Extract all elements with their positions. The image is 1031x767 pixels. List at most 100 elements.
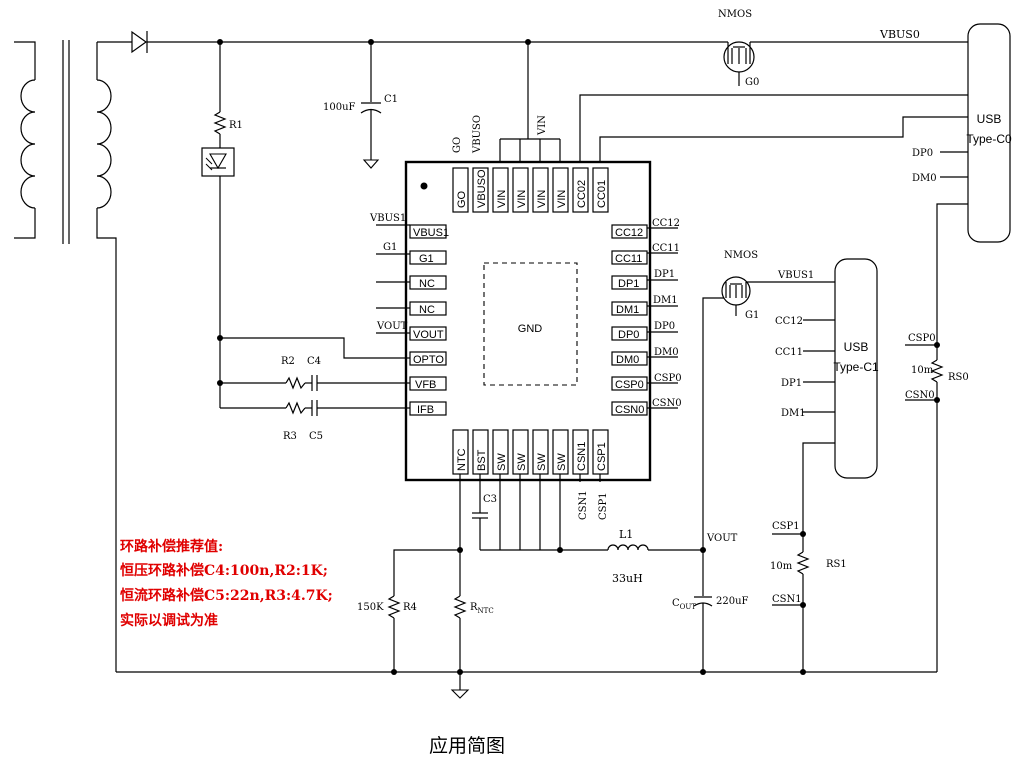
csn0-net-label: CSN0 (905, 390, 935, 401)
csp0-net-label: CSP0 (908, 333, 936, 344)
nmos-top-gate-label: G0 (745, 77, 759, 88)
dm0-net-label: DM0 (912, 173, 937, 184)
vbus0-line-label: VBUS0 (879, 28, 920, 41)
top-vin-net-label: VIN (537, 115, 548, 136)
right-net-label: DM1 (653, 295, 678, 306)
usb-c0-label-2: Type-C0 (966, 132, 1012, 146)
vbus1-line-label: VBUS1 (777, 270, 814, 281)
controller-ic: GND (404, 160, 652, 482)
right-net-label: CSN0 (652, 398, 682, 409)
usb-c0-label-1: USB (977, 112, 1002, 126)
ic-left-pin: NC (419, 278, 435, 290)
csn1-net-label: CSN1 (772, 594, 802, 605)
right-net-label: CSP0 (654, 373, 682, 384)
note-line: 实际以调试为准 (120, 612, 218, 629)
ic-left-pin: G1 (419, 253, 434, 265)
nmos-mid: NMOS G1 (721, 250, 835, 321)
vout-node-label: VOUT (706, 533, 738, 544)
r4-value: 150K (357, 602, 384, 613)
right-net-label: DM0 (654, 347, 679, 358)
bottom-csp1-net-label: CSP1 (598, 492, 609, 520)
note-line: 恒流环路补偿C5:22n,R3:4.7K; (120, 587, 333, 604)
ic-bottom-pin: NTC (456, 448, 468, 471)
ic-right-pin: CC11 (615, 253, 642, 265)
rectifier-diode (131, 30, 148, 54)
ic-left-pin: VFB (415, 379, 436, 391)
rs0-label: RS0 (948, 372, 969, 383)
top-vbuso-net-label: VBUSO (472, 115, 483, 154)
c4-label: C4 (307, 356, 321, 367)
optocoupler-led (201, 147, 235, 408)
c3-label: C3 (483, 494, 497, 505)
ic-bottom-pin: SW (496, 453, 508, 471)
right-net-label: CC11 (652, 243, 680, 254)
c1-capacitor: 100uF C1 (323, 42, 398, 169)
nmos-mid-label: NMOS (724, 250, 758, 261)
ic-right-nets: CC12 CC11 DP1 DM1 DP0 DM0 CSP0 CSN0 (647, 218, 682, 409)
left-net-label: VBUS1 (369, 213, 406, 224)
usb-type-c1-connector: USB Type-C1 (833, 258, 879, 479)
usb-type-c0-connector: USB Type-C0 (966, 23, 1012, 243)
ic-left-pin: NC (419, 304, 435, 316)
c1-label: C1 (384, 94, 398, 105)
ic-left-pin: VOUT (413, 329, 444, 341)
ic-right-pin: DP1 (618, 278, 639, 290)
dp0-net-label: DP0 (912, 148, 933, 159)
ic-top-pin: CC02 (576, 180, 588, 208)
c1-dm1-label: DM1 (781, 408, 806, 419)
ic-top-pin: VBUSO (476, 169, 488, 208)
l1-label: L1 (619, 528, 633, 541)
nmos-top-label: NMOS (718, 9, 752, 20)
ic-top-pin: VIN (496, 190, 508, 208)
c1-dp1-label: DP1 (781, 378, 802, 389)
ic-right-pin: DM1 (616, 304, 639, 316)
ic-bottom-pin: CSP1 (596, 442, 608, 471)
ic-right-pin: DP0 (618, 329, 639, 341)
ic-top-pin: VIN (536, 190, 548, 208)
ic-right-pins: CC12 CC11 DP1 DM1 DP0 DM0 CSP0 CSN0 (611, 224, 648, 416)
r4-label: R4 (403, 602, 417, 613)
rs0-value: 10m (911, 365, 934, 376)
ic-bottom-pin: SW (556, 453, 568, 471)
nmos-mid-gate-label: G1 (745, 310, 759, 321)
transformer (14, 40, 132, 672)
usb-c1-label-1: USB (844, 340, 869, 354)
cout-label: COUT (672, 598, 696, 611)
top-go-net-label: GO (452, 137, 463, 153)
ic-right-pin: CSP0 (615, 379, 644, 391)
r2-label: R2 (281, 356, 295, 367)
r1-resistor: R1 (213, 42, 243, 148)
l1-inductor: L1 33uH (607, 528, 703, 585)
right-net-label: CC12 (652, 218, 680, 229)
c1-value: 100uF (323, 102, 356, 113)
ic-right-pin: CC12 (615, 227, 643, 239)
ic-bottom-pin: BST (476, 449, 488, 471)
note-line: 恒压环路补偿C4:100n,R2:1K; (120, 562, 328, 579)
ic-top-pins: GO VBUSO VIN VIN VIN VIN CC02 CC01 (452, 167, 609, 213)
usb-c1-label-2: Type-C1 (833, 360, 879, 374)
c1-cc11-label: CC11 (775, 347, 803, 358)
rs1-label: RS1 (826, 559, 847, 570)
ic-left-pin: OPTO (413, 354, 444, 366)
l1-value: 33uH (612, 572, 643, 585)
ic-top-pin: VIN (556, 190, 568, 208)
ic-left-pin: VBUS1 (413, 227, 449, 239)
nmos-top: NMOS G0 (718, 9, 759, 88)
ic-bottom-pin: CSN1 (576, 442, 588, 471)
ic-top-pin: CC01 (596, 180, 608, 208)
ic-bottom-pin: SW (536, 453, 548, 471)
left-net-label: VOUT (376, 321, 408, 332)
ic-left-pin: IFB (417, 404, 434, 416)
loop-compensation-note: 环路补偿推荐值: 恒压环路补偿C4:100n,R2:1K; 恒流环路补偿C5:2… (120, 538, 333, 629)
cout-value: 220uF (716, 596, 749, 607)
r1-label: R1 (229, 120, 243, 131)
ic-top-pin: GO (456, 190, 468, 208)
ic-top-pin: VIN (516, 190, 528, 208)
r3-label: R3 (283, 431, 297, 442)
right-net-label: DP0 (654, 321, 675, 332)
rs1-value: 10m (770, 561, 793, 572)
left-net-label: G1 (383, 242, 397, 253)
ic-bottom-pins: NTC BST SW SW SW SW CSN1 CSP1 (452, 429, 609, 475)
right-net-label: DP1 (654, 269, 675, 280)
